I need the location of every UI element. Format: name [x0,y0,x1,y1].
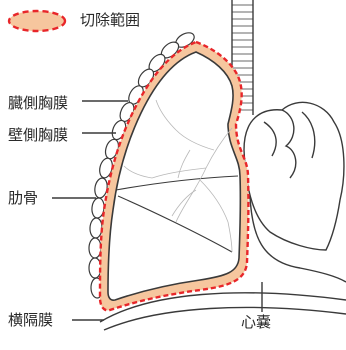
legend-swatch [9,11,65,31]
label-visceral-pleura: 臓側胸膜 [8,94,68,112]
heart [244,102,344,250]
legend-label: 切除範囲 [80,11,140,29]
label-parietal-pleura: 壁側胸膜 [8,126,68,144]
label-rib: 肋骨 [8,189,38,207]
label-diaphragm: 横隔膜 [8,311,53,329]
label-pericardium: 心嚢 [241,313,271,331]
lung [108,52,240,300]
